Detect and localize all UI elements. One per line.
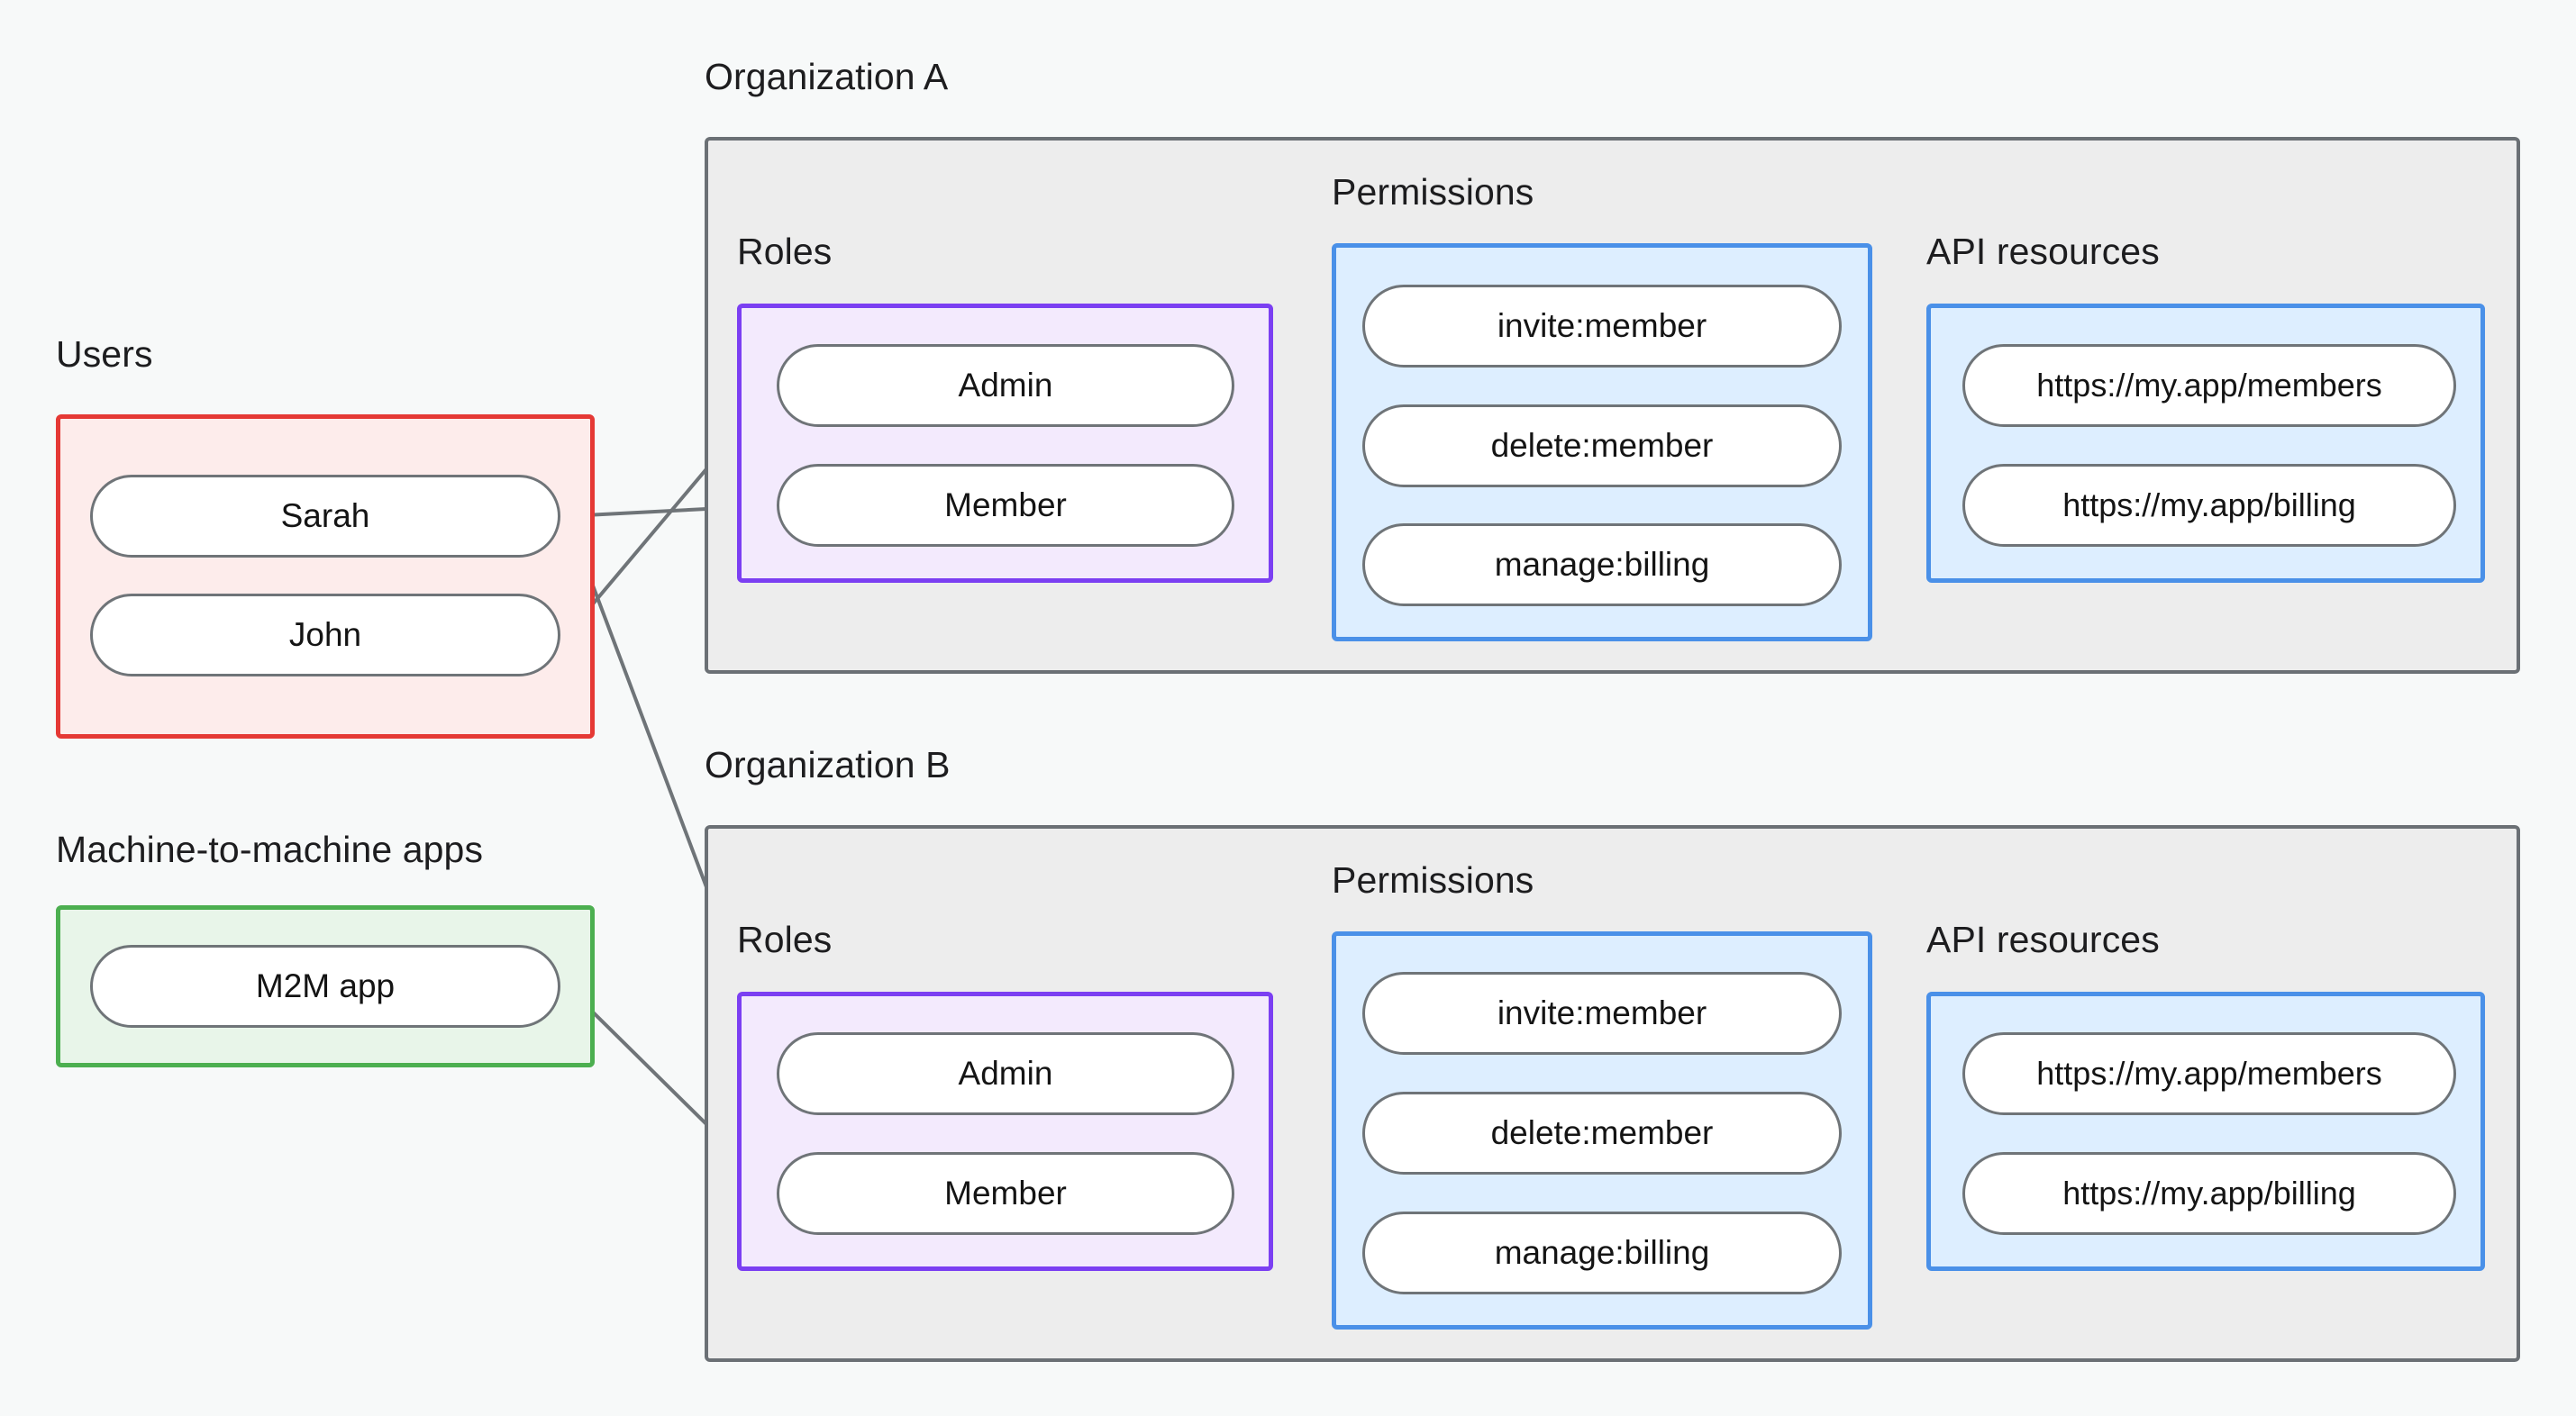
org-b-permission-pill-delete-member[interactable]: delete:member <box>1362 1092 1842 1175</box>
org-a-roles-label: Roles <box>737 231 833 272</box>
user-pill-john[interactable]: John <box>90 594 560 676</box>
org-a-api-pill-billing[interactable]: https://my.app/billing <box>1962 464 2456 547</box>
org-a-permission-pill-delete-member[interactable]: delete:member <box>1362 404 1842 487</box>
org-a-api-resources-label: API resources <box>1926 231 2160 272</box>
org-a-role-pill-member[interactable]: Member <box>777 464 1234 547</box>
org-b-api-resources-label: API resources <box>1926 919 2160 960</box>
m2m-pill-app[interactable]: M2M app <box>90 945 560 1028</box>
users-group <box>56 414 595 739</box>
m2m-group-label: Machine-to-machine apps <box>56 829 484 870</box>
org-a-permissions-label: Permissions <box>1332 171 1534 213</box>
user-pill-sarah[interactable]: Sarah <box>90 475 560 558</box>
org-a-role-pill-admin[interactable]: Admin <box>777 344 1234 427</box>
org-b-role-pill-admin[interactable]: Admin <box>777 1032 1234 1115</box>
org-a-permission-pill-invite-member[interactable]: invite:member <box>1362 285 1842 368</box>
org-b-permissions-label: Permissions <box>1332 859 1534 901</box>
org-b-permission-pill-invite-member[interactable]: invite:member <box>1362 972 1842 1055</box>
org-b-api-pill-members[interactable]: https://my.app/members <box>1962 1032 2456 1115</box>
org-b-api-pill-billing[interactable]: https://my.app/billing <box>1962 1152 2456 1235</box>
org-b-roles-label: Roles <box>737 919 833 960</box>
org-a-api-pill-members[interactable]: https://my.app/members <box>1962 344 2456 427</box>
users-group-label: Users <box>56 333 153 375</box>
org-b-permission-pill-manage-billing[interactable]: manage:billing <box>1362 1212 1842 1294</box>
org-b-label: Organization B <box>705 744 951 785</box>
org-a-permission-pill-manage-billing[interactable]: manage:billing <box>1362 523 1842 606</box>
org-a-label: Organization A <box>705 56 949 97</box>
org-b-role-pill-member[interactable]: Member <box>777 1152 1234 1235</box>
